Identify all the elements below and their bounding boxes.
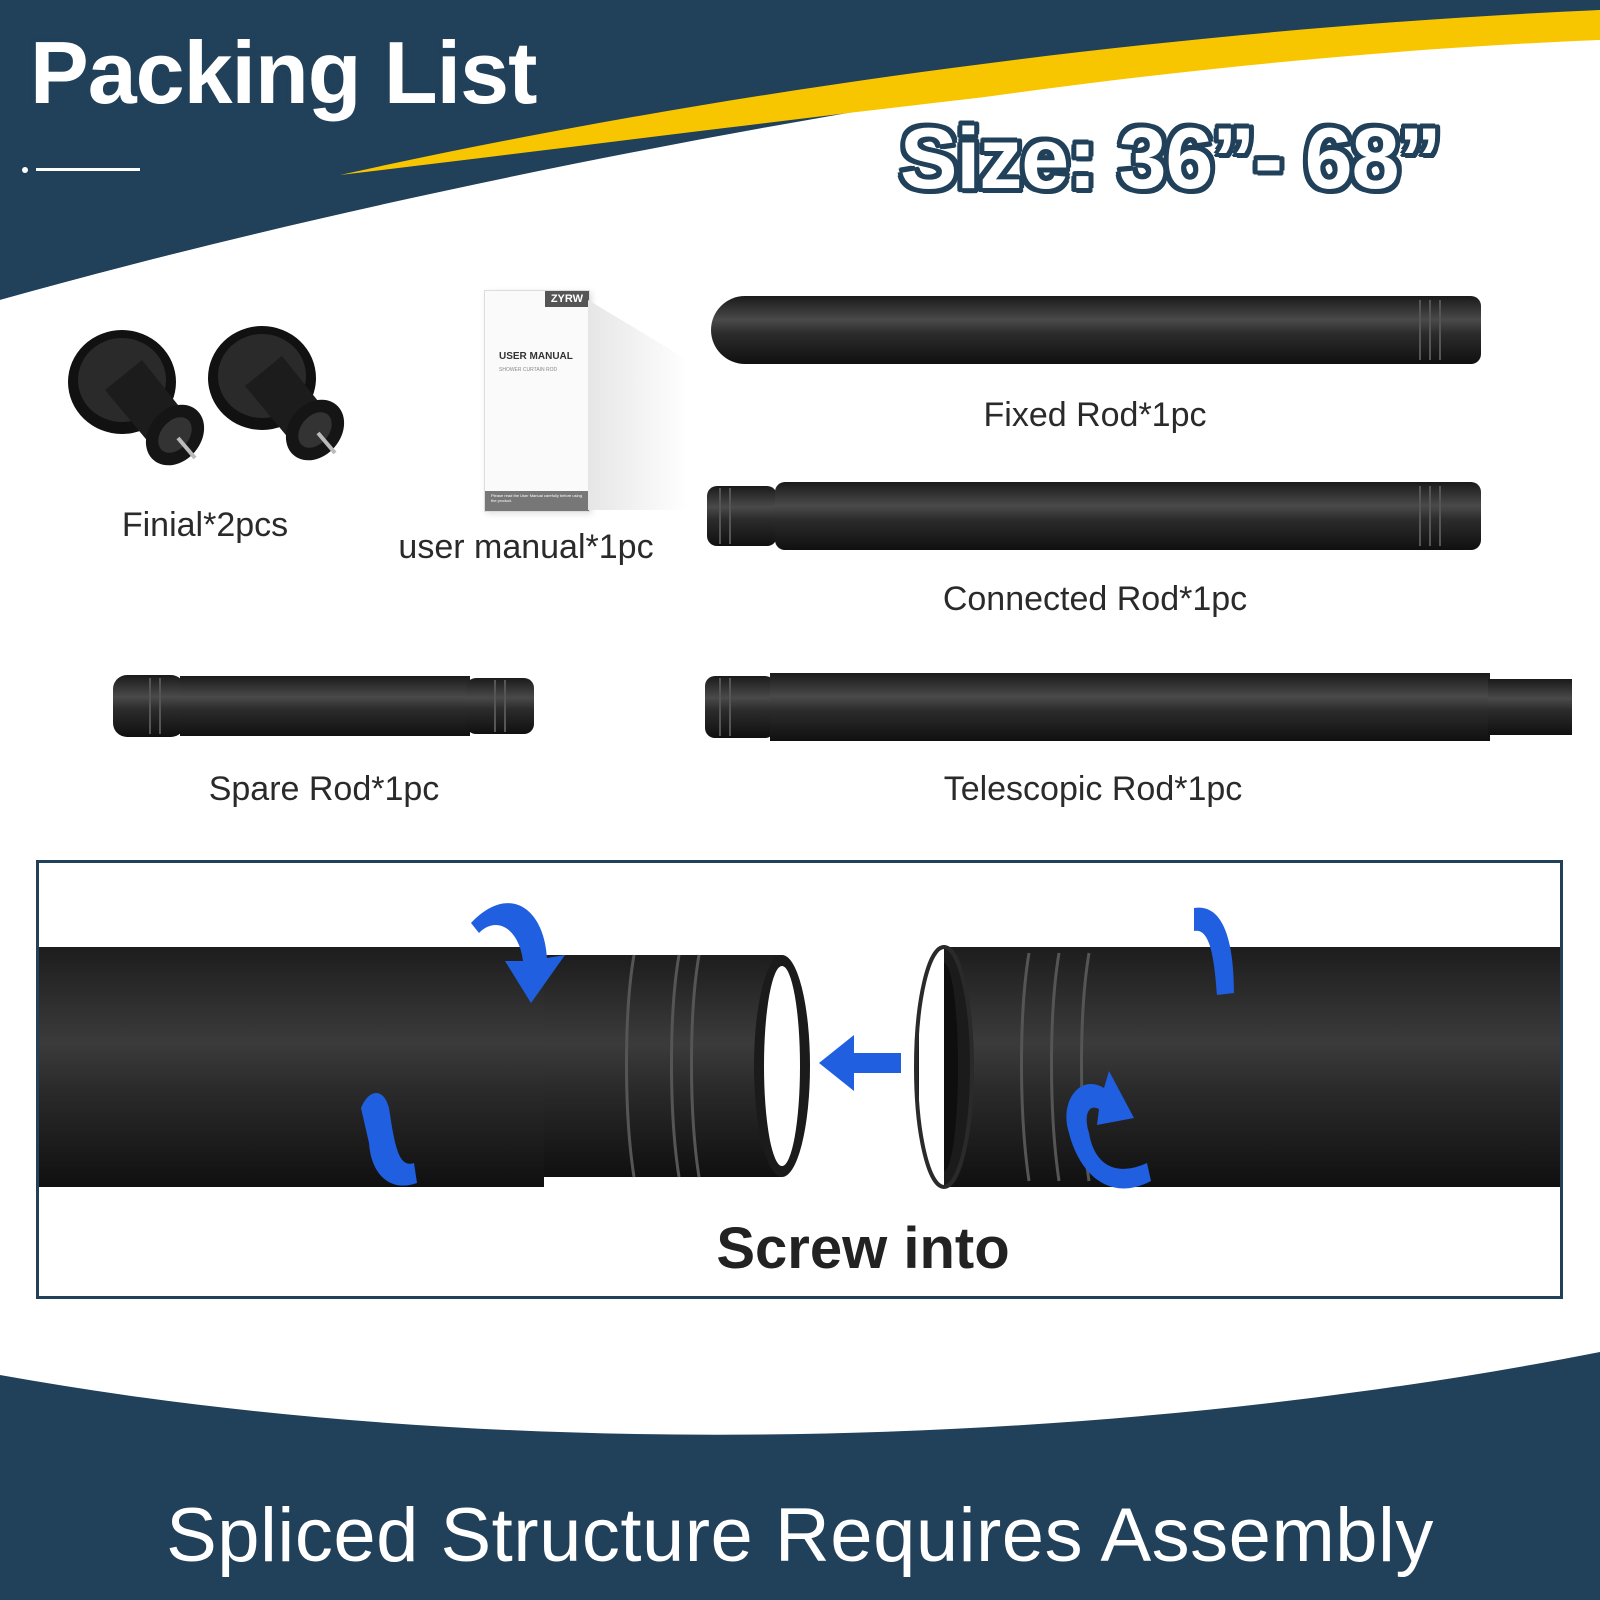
footer-text: Spliced Structure Requires Assembly (166, 1493, 1434, 1578)
assembly-diagram (39, 903, 1560, 1189)
manual-subtitle: SHOWER CURTAIN ROD (499, 367, 558, 373)
arrow-left-icon (819, 1035, 901, 1091)
manual-shadow (588, 300, 688, 510)
size-label: Size: 36”- 68” (900, 111, 1441, 207)
finial-image (68, 326, 345, 466)
rods-image (113, 296, 1572, 741)
telescopic-rod-label: Telescopic Rod*1pc (943, 770, 1243, 808)
rotate-arrow-icon (361, 903, 1234, 1189)
connected-rod-label: Connected Rod*1pc (942, 580, 1248, 618)
spare-rod (113, 675, 534, 737)
page-title: Packing List (30, 23, 537, 122)
manual-title: USER MANUAL (499, 351, 573, 362)
manual-note: Please read the User Manual carefully be… (485, 491, 589, 511)
finial-right (208, 326, 345, 461)
user-manual-image: ZYRW USER MANUAL SHOWER CURTAIN ROD Plea… (484, 290, 590, 512)
bottom-banner (0, 1352, 1600, 1600)
finial-left (68, 330, 205, 466)
top-banner (0, 0, 1600, 300)
spare-rod-label: Spare Rod*1pc (208, 770, 440, 808)
assembly-left-rod (39, 947, 810, 1187)
finial-label: Finial*2pcs (121, 506, 289, 544)
manual-brand: ZYRW (544, 291, 589, 307)
user-manual-label: user manual*1pc (398, 528, 654, 566)
title-underline (22, 162, 140, 173)
connected-rod (707, 482, 1481, 550)
fixed-rod-label: Fixed Rod*1pc (983, 396, 1207, 434)
fixed-rod (711, 296, 1481, 364)
screw-into-label: Screw into (716, 1216, 1010, 1281)
assembly-right-rod (914, 945, 1560, 1189)
yellow-swoosh (340, 10, 1600, 175)
telescopic-rod (705, 673, 1572, 741)
